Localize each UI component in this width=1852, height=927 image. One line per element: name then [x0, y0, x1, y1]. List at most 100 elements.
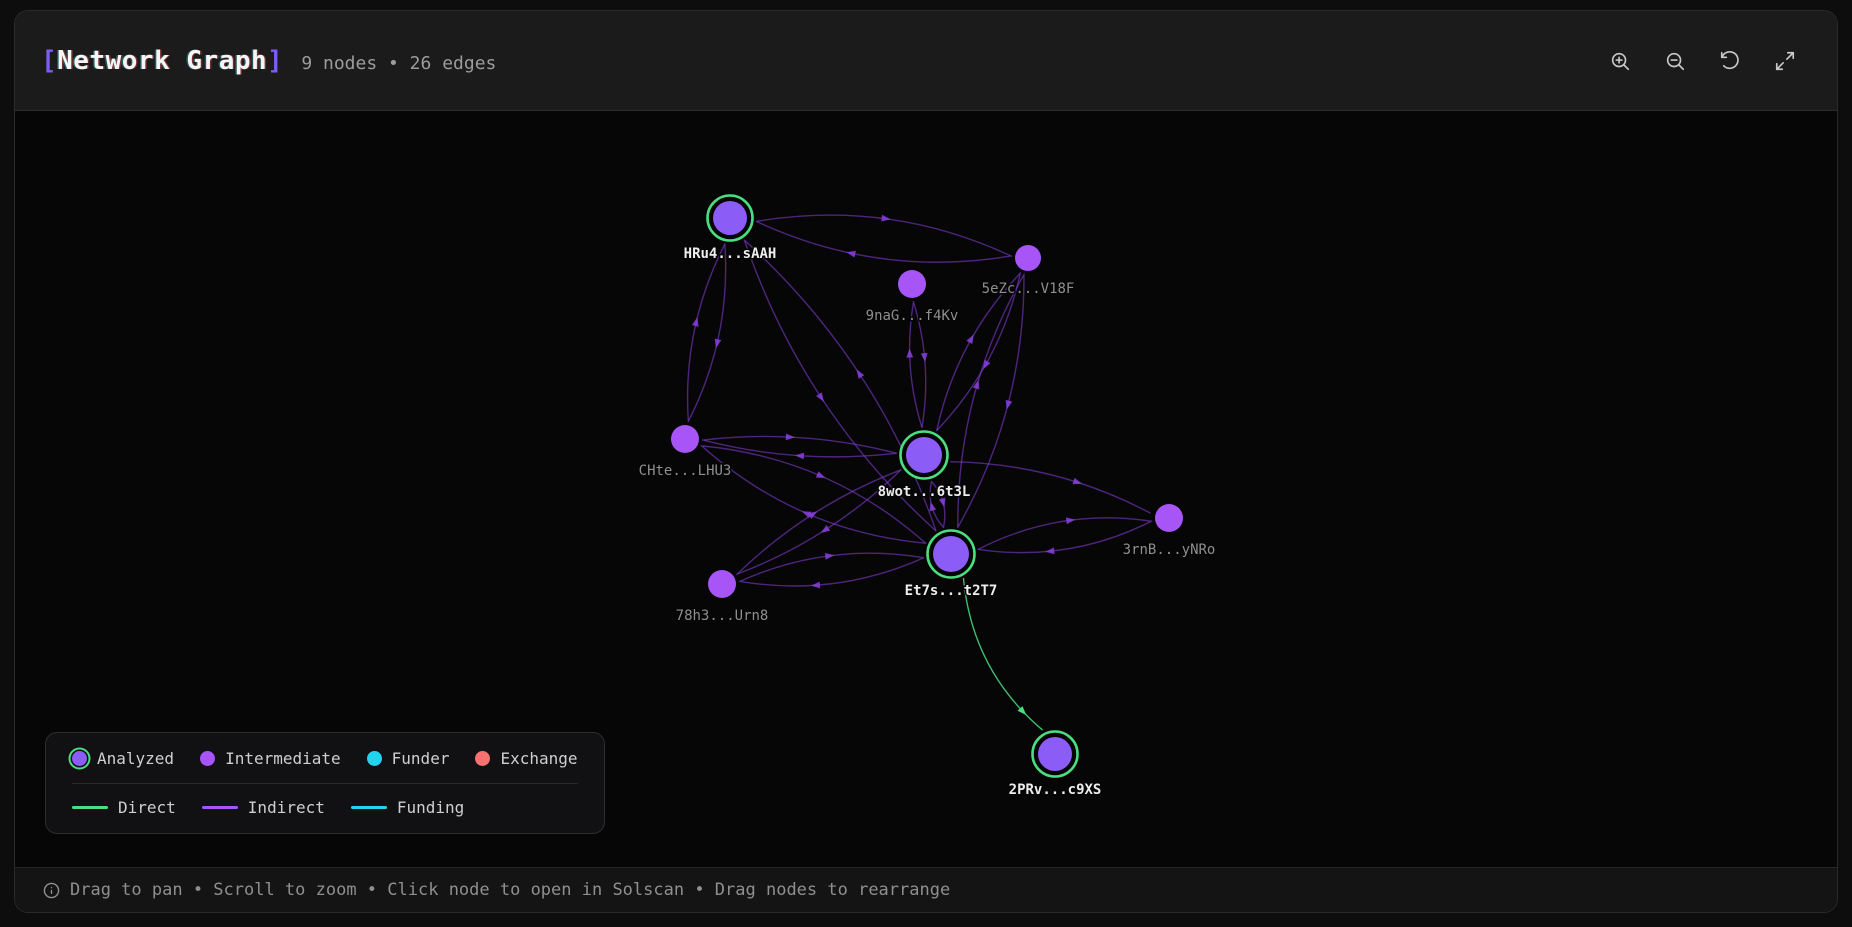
node-label: CHte...LHU3 — [639, 463, 732, 479]
edge-arrowhead-icon — [816, 392, 824, 402]
legend: Analyzed Intermediate Funder Exchange Direc… — [45, 732, 605, 834]
legend-edge-type-indirect: Indirect — [201, 798, 325, 817]
edge-arrowhead-icon — [1072, 477, 1083, 485]
node-circle — [906, 437, 942, 473]
node-label: 5eZc...V18F — [982, 281, 1075, 297]
graph-node-5eZc[interactable]: 5eZc...V18F — [980, 245, 1076, 299]
graph-edge-indirect — [686, 244, 726, 423]
legend-label: Funding — [396, 798, 465, 817]
toolbar — [1608, 49, 1797, 73]
graph-edge-indirect — [756, 220, 1013, 263]
graph-stats: 9 nodes • 26 edges — [301, 52, 497, 74]
zoom-out-icon — [1666, 52, 1685, 70]
zoom-in-button[interactable] — [1608, 49, 1632, 73]
edge-arrowhead-icon — [807, 511, 818, 520]
zoom-out-button[interactable] — [1663, 49, 1687, 73]
legend-edge-line-icon — [201, 806, 238, 809]
reset-view-button[interactable] — [1718, 49, 1742, 73]
node-label: HRu4...sAAH — [684, 246, 777, 262]
edge-arrowhead-icon — [820, 525, 831, 533]
legend-edge-type-funding: Funding — [350, 798, 465, 817]
edge-arrowhead-icon — [1045, 547, 1055, 555]
edge-arrowhead-icon — [1005, 399, 1013, 410]
graph-edge-direct — [962, 577, 1043, 731]
edge-arrowhead-icon — [824, 552, 835, 560]
title-text: Network Graph — [57, 45, 268, 76]
graph-node-CHte[interactable]: CHte...LHU3 — [637, 425, 733, 481]
edge-arrowhead-icon — [972, 379, 980, 390]
graph-edge-indirect — [936, 272, 1022, 431]
graph-edge-indirect — [701, 435, 897, 454]
panel-footer: Drag to pan • Scroll to zoom • Click nod… — [15, 867, 1837, 912]
graph-edge-indirect — [977, 517, 1151, 551]
edge-arrowhead-icon — [938, 497, 946, 508]
graph-edge-indirect — [912, 300, 927, 428]
graph-node-2PRv[interactable]: 2PRv...c9XS — [1007, 730, 1103, 800]
legend-label: Direct — [118, 798, 176, 817]
edge-arrowhead-icon — [785, 433, 795, 441]
legend-node-dot-icon — [200, 751, 216, 766]
legend-edge-line-icon — [72, 806, 108, 809]
edge-arrowhead-icon — [794, 452, 805, 460]
title-group: [Network Graph] 9 nodes • 26 edges — [41, 46, 496, 76]
legend-node-dot-icon — [366, 751, 382, 766]
graph-node-3rnB[interactable]: 3rnB...yNRo — [1121, 504, 1217, 560]
node-circle — [933, 536, 969, 572]
legend-node-types-row: Analyzed Intermediate Funder Exchange — [72, 749, 578, 783]
node-label: 78h3...Urn8 — [676, 608, 769, 624]
node-label: Et7s...t2T7 — [905, 583, 998, 599]
title-bracket-right: ] — [267, 45, 284, 76]
node-label: 8wot...6t3L — [878, 484, 971, 500]
legend-label: Analyzed — [97, 749, 175, 768]
legend-node-dot-icon — [72, 751, 87, 766]
edge-arrowhead-icon — [846, 250, 856, 258]
legend-node-type-analyzed: Analyzed — [72, 749, 174, 768]
edge-arrowhead-icon — [714, 338, 722, 349]
graph-node-9naG[interactable]: 9naG...f4Kv — [864, 270, 960, 326]
edge-arrowhead-icon — [929, 501, 937, 512]
reset-view-icon — [1720, 50, 1739, 69]
edge-arrowhead-icon — [1017, 706, 1027, 715]
info-icon — [43, 882, 60, 898]
edge-arrowhead-icon — [691, 317, 699, 327]
graph-edge-indirect — [740, 556, 925, 587]
legend-label: Intermediate — [225, 749, 341, 768]
legend-label: Funder — [391, 749, 450, 768]
graph-edge-indirect — [735, 469, 901, 576]
graph-node-8wot[interactable]: 8wot...6t3L — [876, 430, 972, 502]
edge-arrowhead-icon — [1065, 517, 1076, 525]
node-label: 3rnB...yNRo — [1123, 542, 1216, 558]
legend-label: Exchange — [500, 749, 578, 768]
footer-hint: Drag to pan • Scroll to zoom • Click nod… — [70, 880, 951, 900]
graph-edge-indirect — [688, 243, 727, 421]
edge-arrowhead-icon — [906, 348, 914, 358]
node-circle — [708, 570, 736, 598]
graph-node-HRu4[interactable]: HRu4...sAAH — [682, 194, 778, 264]
panel-header: [Network Graph] 9 nodes • 26 edges — [15, 11, 1837, 111]
title-bracket-left: [ — [41, 45, 58, 76]
graph-node-Et7s[interactable]: Et7s...t2T7 — [903, 529, 999, 601]
node-circle — [671, 425, 699, 453]
node-circle — [713, 201, 747, 235]
fullscreen-button[interactable] — [1773, 49, 1797, 73]
node-circle — [1155, 504, 1183, 532]
fullscreen-icon — [1775, 51, 1795, 70]
edge-arrowhead-icon — [815, 471, 826, 478]
legend-label: Indirect — [247, 798, 325, 817]
node-label: 2PRv...c9XS — [1009, 782, 1102, 798]
node-label: 9naG...f4Kv — [866, 308, 959, 324]
edge-arrowhead-icon — [881, 214, 891, 222]
node-circle — [898, 270, 926, 298]
legend-edge-type-direct: Direct — [72, 798, 176, 817]
graph-edge-indirect — [950, 461, 1151, 514]
legend-node-dot-icon — [475, 751, 491, 766]
node-circle — [1038, 737, 1072, 771]
page-title: [Network Graph] — [41, 46, 283, 76]
legend-edge-line-icon — [350, 806, 387, 809]
graph-node-78h3[interactable]: 78h3...Urn8 — [674, 570, 770, 626]
network-graph-panel: [Network Graph] 9 nodes • 26 edges HRu4.… — [14, 10, 1838, 913]
network-graph: HRu4...sAAH 5eZc...V18F 9naG...f4KvCHte...… — [637, 194, 1217, 800]
graph-edge-indirect — [738, 552, 924, 583]
edge-arrowhead-icon — [920, 352, 928, 363]
